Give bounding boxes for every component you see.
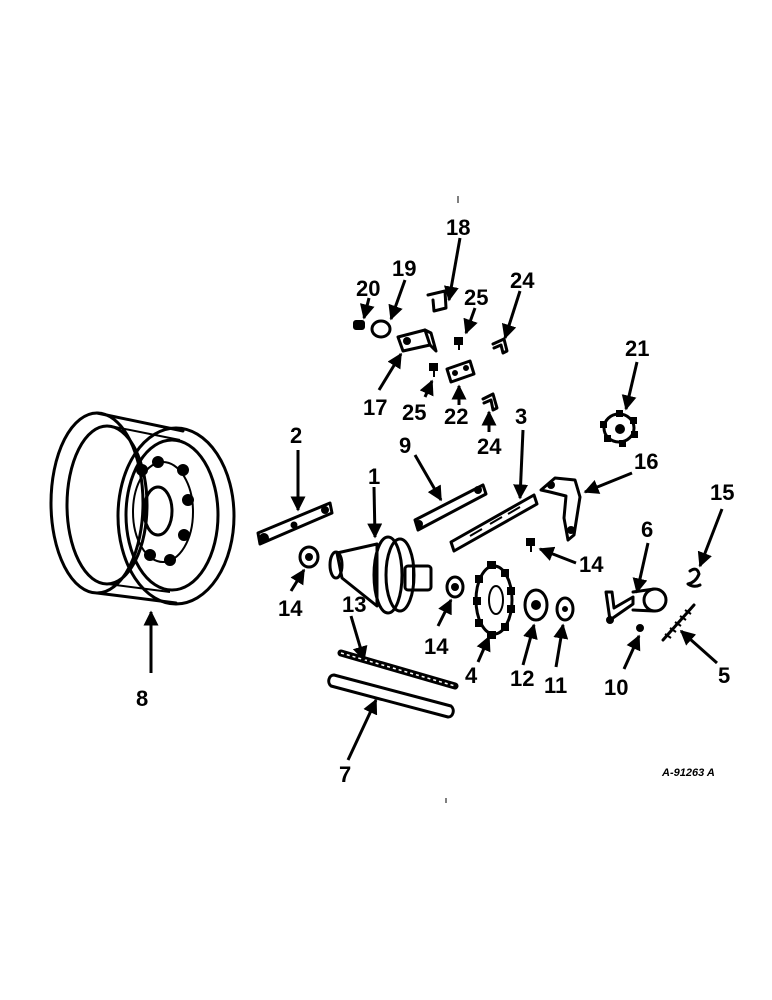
callout-14-right: 14 xyxy=(424,634,449,659)
nut xyxy=(353,320,365,330)
washer-20 xyxy=(370,319,392,339)
callout-19: 18 xyxy=(446,215,470,240)
spring-clip xyxy=(686,567,702,588)
small-bolt-top xyxy=(454,337,463,350)
angle-piece-top xyxy=(491,337,509,355)
callout-8: 8 xyxy=(136,686,148,711)
callout-14-left: 14 xyxy=(278,596,303,621)
clamp xyxy=(445,359,476,384)
spacer-washer-left xyxy=(298,545,320,569)
flat-bar xyxy=(256,501,334,546)
sprocket xyxy=(473,561,515,639)
callout-labels: 8 2 1 9 3 18 19 20 25 24 17 25 22 24 21 … xyxy=(136,215,734,787)
slotted-plate xyxy=(449,493,539,553)
callout-5: 5 xyxy=(718,663,730,688)
shaft xyxy=(327,673,455,719)
callout-6: 6 xyxy=(641,517,653,542)
callout-20: 19 xyxy=(392,256,416,281)
callout-17: 16 xyxy=(634,449,658,474)
spacer-washer-right xyxy=(445,575,465,599)
callout-22: 21 xyxy=(625,336,649,361)
angle-piece-lower xyxy=(481,392,499,412)
small-bolt-lower xyxy=(429,363,438,377)
callout-12: 12 xyxy=(510,666,534,691)
callout-16: 15 xyxy=(710,480,734,505)
callout-9: 9 xyxy=(399,433,411,458)
callout-4: 4 xyxy=(465,663,478,688)
callout-24-top: 24 xyxy=(510,268,535,293)
lock-washer xyxy=(523,588,549,622)
callout-2: 2 xyxy=(290,423,302,448)
callout-7: 7 xyxy=(339,762,351,787)
bolt xyxy=(526,538,535,552)
callout-1: 1 xyxy=(368,464,380,489)
idler-arm xyxy=(604,587,668,624)
callout-25-lower: 25 xyxy=(402,400,426,425)
pin xyxy=(636,624,644,632)
flat-bar-9 xyxy=(413,483,488,532)
callout-15: 14 xyxy=(579,552,604,577)
callout-13: 13 xyxy=(342,592,366,617)
flat-washer xyxy=(555,596,575,622)
wheel-rim xyxy=(49,411,236,606)
clip xyxy=(426,289,448,313)
callout-25-top: 25 xyxy=(464,285,488,310)
small-sprocket xyxy=(600,410,638,447)
leader-lines xyxy=(143,237,724,761)
bracket-plate xyxy=(396,328,438,353)
figure-id: A-91263 A xyxy=(661,767,715,779)
callout-18: 17 xyxy=(363,395,387,420)
spring xyxy=(661,603,696,642)
bracket xyxy=(539,476,582,542)
callout-23: 22 xyxy=(444,404,468,429)
callout-21: 20 xyxy=(356,276,380,301)
callout-10: 10 xyxy=(604,675,628,700)
hub xyxy=(328,535,433,615)
callout-3: 3 xyxy=(515,404,527,429)
callout-11: 11 xyxy=(544,673,567,698)
callout-24-lower: 24 xyxy=(477,434,502,459)
